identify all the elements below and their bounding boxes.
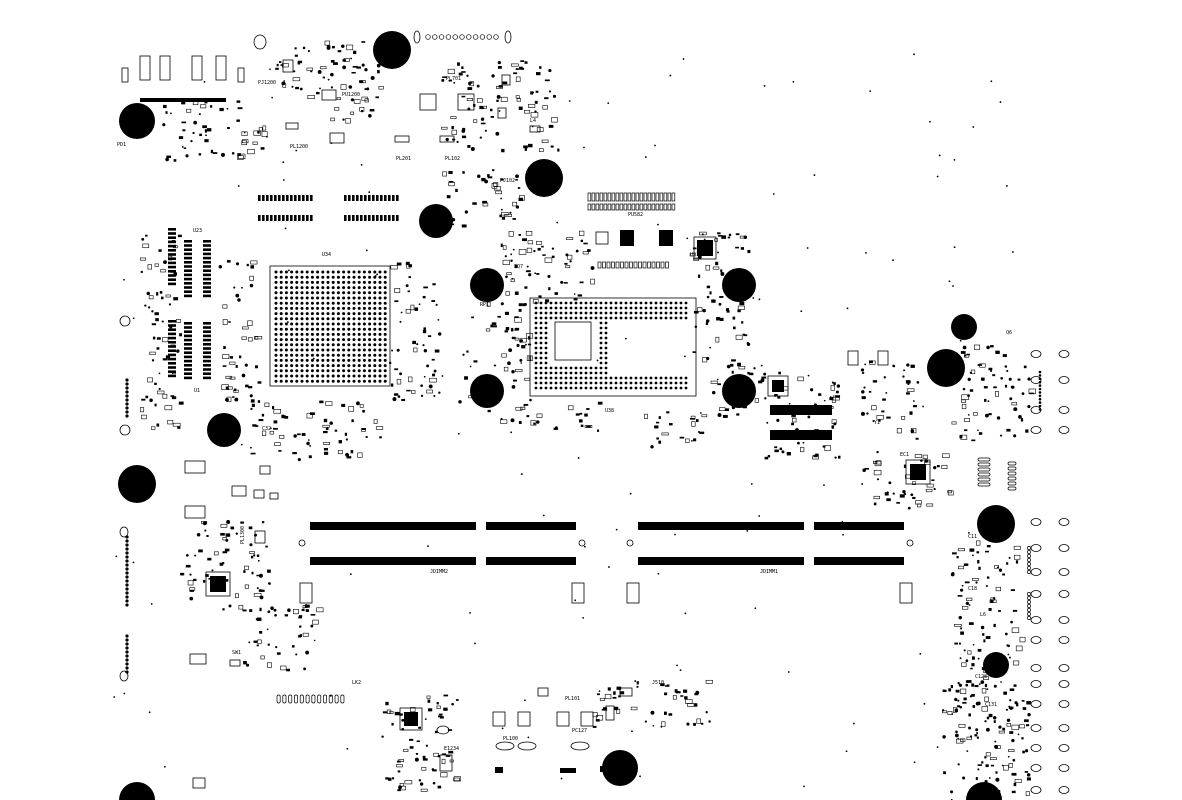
io-connector-top-left: PD1 <box>117 34 267 148</box>
ref-y1: Y1 <box>874 420 880 426</box>
ref-ec-u21: U21 <box>690 252 699 258</box>
ref-pl201: PL201 <box>396 156 411 162</box>
qfn-chips: EC1 <box>205 236 931 731</box>
ref-pl1300: PL1300 <box>240 526 246 544</box>
ref-pu582: PU582 <box>628 212 643 218</box>
ref-rp1: RP1 <box>480 302 489 308</box>
ref-u23: U23 <box>193 228 202 234</box>
ref-sw1: SW1 <box>232 650 241 656</box>
ref-c11: C11 <box>968 534 977 540</box>
ref-pd1: PD1 <box>117 142 126 148</box>
ref-pl102: PL102 <box>445 156 460 162</box>
ref-l4: L4 <box>530 118 536 124</box>
right-components: Q6 C11 C18 L6 C128 C131 L5 RP1 PQ7 U21 C… <box>262 252 1012 708</box>
power-section-top: PJ1200 PL1200 PU1200 PL701 PL102 PJ102 P… <box>258 59 541 184</box>
ref-pl101: PL101 <box>565 696 580 702</box>
ref-c131: C131 <box>985 702 997 708</box>
ref-q6: Q6 <box>1006 330 1012 336</box>
ref-soc: U38 <box>605 408 614 414</box>
ref-pl1200: PL1200 <box>290 144 308 150</box>
dimm-socket-a: JDIMM2 <box>298 522 586 604</box>
ref-e1234: E1234 <box>444 746 459 752</box>
ref-c128: C128 <box>975 674 987 680</box>
ref-c18: C18 <box>968 586 977 592</box>
smd-components <box>113 40 1036 800</box>
ref-pj1200: PJ1200 <box>258 80 276 86</box>
ref-c32: C32 <box>262 426 271 432</box>
ref-pl701: PL701 <box>446 76 461 82</box>
memory-banks-top <box>258 195 399 221</box>
connector-pu582: PU582 <box>587 192 676 269</box>
ref-pl100: PL100 <box>503 736 518 742</box>
ref-l5: L5 <box>996 512 1002 518</box>
ref-cpu: U34 <box>322 252 331 258</box>
ref-j510: J510 <box>652 680 664 686</box>
mounting-holes <box>118 31 1015 800</box>
ref-l6: L6 <box>980 612 986 618</box>
ref-ec1: EC1 <box>900 452 909 458</box>
header-bottom-left <box>276 694 345 704</box>
ref-lk2: LK2 <box>352 680 361 686</box>
soc-bga-package: U38 <box>529 297 697 414</box>
ref-ddr-b: JDIMM1 <box>760 569 778 575</box>
ref-pc127: PC127 <box>572 728 587 734</box>
memory-banks-left <box>168 228 211 380</box>
cpu-bga-package: U34 U23 U1 <box>193 228 391 394</box>
header-top <box>413 30 512 44</box>
ref-pu1200: PU1200 <box>342 92 360 98</box>
dimm-socket-b: JDIMM1 <box>626 522 914 604</box>
right-edge-connectors <box>977 350 1070 794</box>
ref-pj102: PJ102 <box>500 178 515 184</box>
ref-ddr-a: JDIMM2 <box>430 569 448 575</box>
ref-pq7: PQ7 <box>514 264 523 270</box>
power-section-bottom: PL101 PL100 PC127 E1234 J510 <box>436 680 664 773</box>
ref-u1: U1 <box>194 388 200 394</box>
left-edge-connector <box>119 315 131 682</box>
power-section-left: PL1300 SW1 LK2 <box>184 460 361 789</box>
ssd-connector: Y1 <box>770 350 889 440</box>
